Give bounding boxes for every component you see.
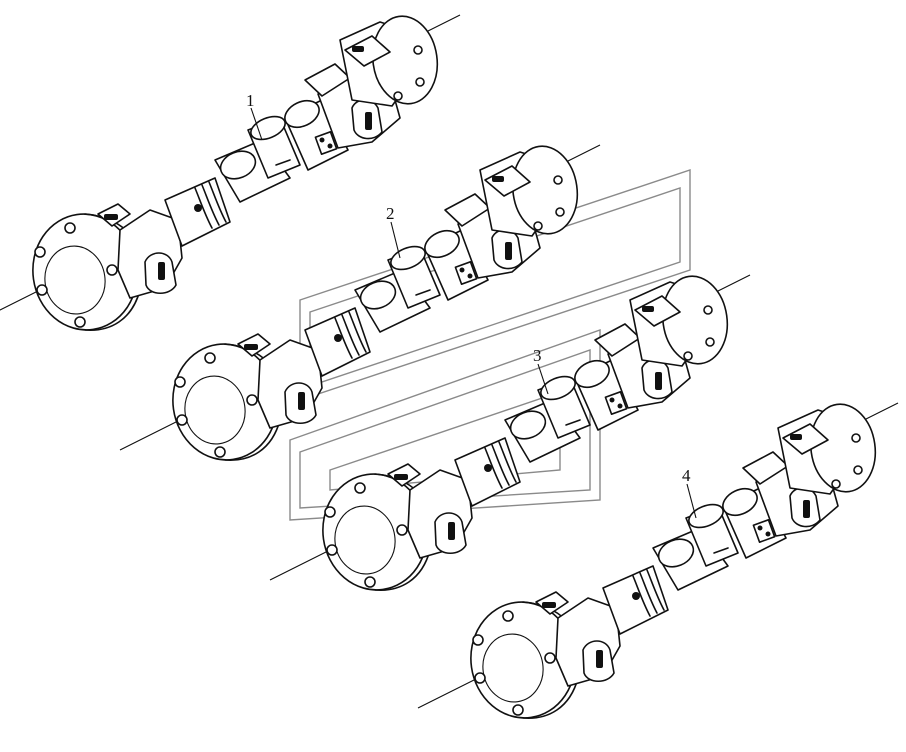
leader-line-4 [686, 483, 697, 519]
leader-line-3 [537, 363, 549, 395]
callout-4: 4 [682, 466, 691, 485]
drive-shaft-3 [269, 271, 751, 598]
leader-line-1 [250, 107, 263, 141]
callout-2: 2 [386, 204, 395, 223]
callout-3: 3 [533, 346, 542, 365]
drive-shaft-1 [0, 11, 461, 338]
leader-line-2 [390, 221, 401, 259]
drive-shaft-4 [417, 399, 899, 726]
drive-shaft-2 [119, 141, 601, 468]
callout-1: 1 [246, 91, 255, 110]
